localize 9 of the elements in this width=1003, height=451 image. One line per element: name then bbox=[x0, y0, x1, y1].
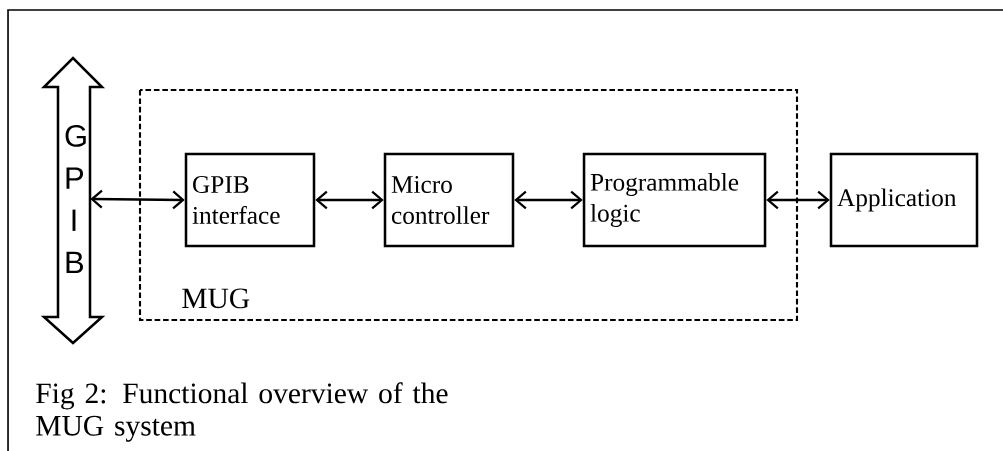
block: Micro controller bbox=[383, 152, 515, 248]
arrow bbox=[90, 189, 185, 210]
block: Application bbox=[829, 152, 979, 248]
arrow bbox=[766, 190, 830, 210]
arrow bbox=[315, 190, 384, 210]
block: Programmable logic bbox=[582, 152, 767, 248]
arrow bbox=[514, 190, 583, 210]
block: GPIB interface bbox=[184, 152, 316, 248]
caption: Fig 2: Functional overview of the MUG system bbox=[36, 382, 448, 442]
